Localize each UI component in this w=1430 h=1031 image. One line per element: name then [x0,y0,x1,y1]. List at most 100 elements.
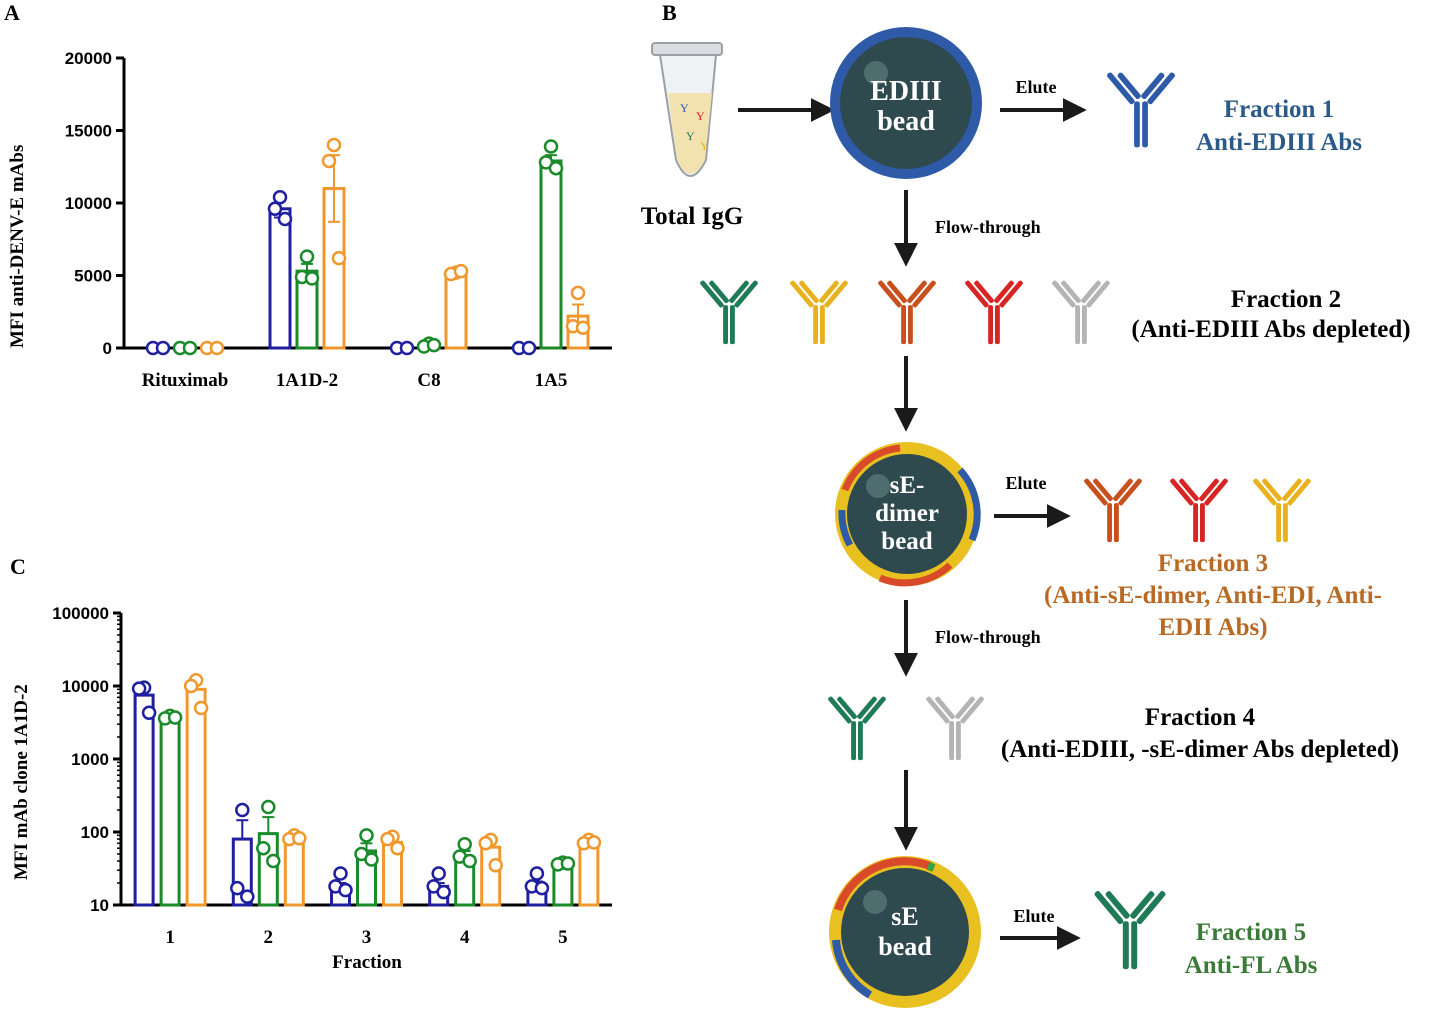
fraction3-sub2: EDII Abs) [1158,614,1267,641]
data-point [548,160,564,176]
data-point [390,840,405,856]
y-tick-label: 0 [103,339,112,358]
bar [480,845,502,907]
bar [539,159,563,350]
antibody-icon-green [699,275,759,345]
data-point [457,836,472,852]
panel-label-c: C [10,554,26,579]
data-point [399,340,415,356]
data-point [586,835,602,850]
data-point [256,840,271,856]
antibody-icon-red-2 [1169,473,1229,543]
elute-label-1: Elute [1015,77,1056,97]
bar [268,207,292,350]
chart-c-ylabel: MFI mAb clone 1A1D-2 [11,684,32,880]
panel-label-a: A [4,0,20,25]
panel-label-b: B [662,0,677,25]
category-label: 1A5 [535,370,568,391]
data-point [235,802,250,818]
data-point [267,201,283,217]
data-point [331,250,347,266]
data-point [338,882,353,898]
y-tick-label: 1000 [71,750,109,769]
fraction2-title: Fraction 2 [1231,286,1341,313]
data-point [431,866,446,881]
data-point [575,320,591,335]
data-point [272,189,288,205]
data-point [292,831,307,846]
chart-c-xlabel: Fraction [332,952,402,973]
antibody-icon-green-3 [1093,884,1167,970]
tube-icon: Y Y Y Y [651,42,723,177]
data-point [141,705,157,721]
antibody-icon-yellow-2 [1252,473,1312,543]
antibody-icon-green-2 [827,691,887,761]
edIII-bead: EDIII bead [830,27,982,179]
bar [133,693,155,907]
data-point [193,700,209,716]
bead2-line3: bead [881,528,933,555]
antibody-icon-blue [1106,66,1176,148]
data-point [364,852,379,867]
antibody-icon-grey-2 [925,691,985,761]
data-point [183,678,199,694]
data-point [534,880,550,896]
sE-bead: sE bead [829,856,981,1008]
fraction5-sub: Anti-FL Abs [1185,952,1318,979]
antibody-icon-yellow [789,275,849,345]
workflow-diagram: Y Y Y Y Total IgG EDIII bead Elute Fract… [641,27,1411,1008]
y-tick-label: 100 [81,823,109,842]
bar [578,840,600,907]
data-point [277,211,293,227]
elute-label-3: Elute [1013,906,1054,926]
elute-label-2: Elute [1005,473,1046,493]
chart-c: MFI mAb clone 1A1D-2 Fraction 10 100 1000 1… [11,604,612,973]
y-tick-label: 20000 [65,49,112,68]
y-tick-label: 10000 [62,677,109,696]
data-point [131,681,147,696]
data-point [304,271,320,286]
bead3-line2: bead [878,932,932,961]
bead1-line1: EDIII [870,76,942,107]
category-label: C8 [417,370,440,391]
sE-dimer-bead: sE- dimer bead [835,442,981,587]
category-label: 5 [558,927,568,948]
fraction4-sub: (Anti-EDIII, -sE-dimer Abs depleted) [1001,736,1399,763]
antibody-icon-red [964,275,1024,345]
data-point [209,340,225,356]
tube-label: Total IgG [641,203,744,230]
fraction2-sub: (Anti-EDIII Abs depleted) [1131,316,1410,343]
bar [444,271,468,350]
bar [185,687,207,907]
y-tick-label: 10 [90,896,109,915]
data-point [426,337,442,353]
fraction4-title: Fraction 4 [1145,704,1256,731]
data-point [560,856,576,871]
data-point [529,866,545,881]
data-point [543,139,559,154]
y-tick-label: 5000 [74,267,112,286]
data-point [521,340,537,356]
y-tick-label: 10000 [65,194,112,213]
flow-through-label-2: Flow-through [935,627,1041,647]
data-point [167,710,183,725]
antibody-icon-grey [1051,275,1111,345]
category-label: 1A1D-2 [276,370,338,391]
y-tick-label: 15000 [65,122,112,141]
bead2-line2: dimer [875,500,939,527]
category-label: 3 [362,927,372,948]
data-point [436,884,451,900]
y-tick-label: 100000 [52,604,109,623]
data-point [240,889,255,904]
chart-a-ylabel: MFI anti-DENV-E mAbs [7,145,28,348]
category-label: 4 [460,927,470,948]
chart-a: MFI anti-DENV-E mAbs 0 5000 10000 15000 2000… [7,49,612,391]
svg-text:Y: Y [686,129,695,143]
bar [159,715,181,907]
data-point [570,285,586,301]
svg-text:Y: Y [680,101,689,115]
bead3-line1: sE [891,902,918,931]
fraction1-title: Fraction 1 [1224,96,1334,123]
data-point [321,153,337,169]
